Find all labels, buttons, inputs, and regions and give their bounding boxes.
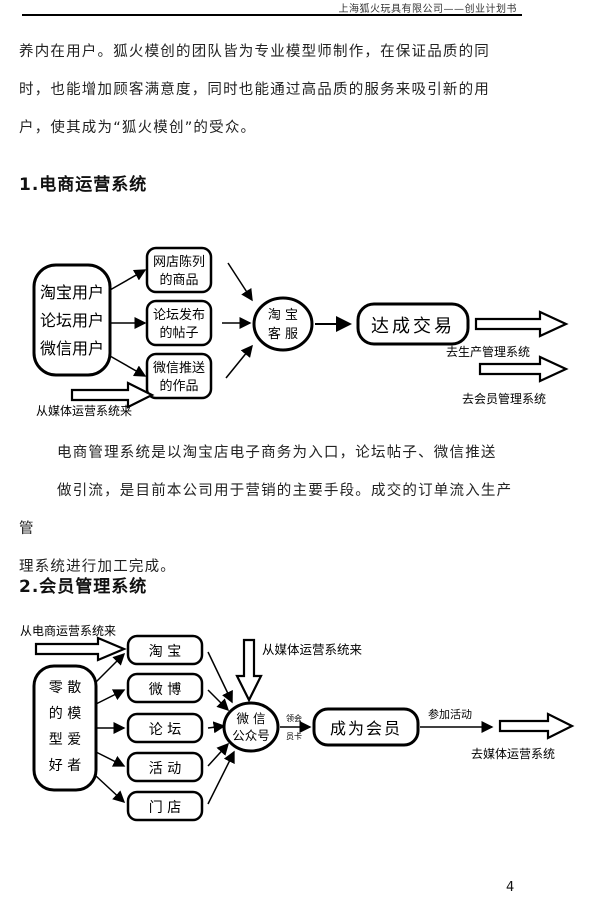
fans-label: 零 散: [49, 680, 81, 696]
paragraph-line: 做引流，是目前本公司用于营销的主要手段。成交的订单流入生产管: [19, 483, 513, 537]
card-label: 领会: [286, 713, 302, 723]
user-label: 微信用户: [40, 339, 104, 358]
channel-label: 的作品: [159, 378, 198, 394]
user-label: 淘宝用户: [40, 283, 104, 302]
ecommerce-flow-diagram: 淘宝用户 论坛用户 微信用户 网店陈列 的商品 论坛发布 的帖子 微信推送 的作…: [32, 246, 569, 418]
service-label: 客 服: [268, 326, 298, 342]
paragraph-line: 时，也能增加顾客满意度，同时也能通过高品质的服务来吸引新的用: [19, 82, 490, 98]
input-label-ecommerce: 从电商运营系统来: [20, 623, 116, 638]
page-number: 4: [506, 880, 515, 895]
channel-label: 的商品: [159, 272, 198, 288]
member-label: 成为会员: [330, 719, 402, 738]
channel-box: [145, 246, 213, 294]
flow-arrow: [227, 262, 253, 302]
user-label: 论坛用户: [40, 311, 104, 330]
activity-label: 参加活动: [428, 707, 472, 721]
channel-label: 活 动: [149, 761, 181, 777]
channel-box: [126, 634, 204, 666]
channel-label: 微 博: [149, 681, 181, 698]
flow-arrow: [95, 751, 126, 767]
flow-arrow: [109, 355, 147, 377]
output-label-media: 去媒体运营系统: [471, 747, 555, 761]
paragraph-line: 养内在用户。狐火模创的团队皆为专业模型师制作，在保证品质的同: [19, 44, 490, 60]
member-box: [312, 707, 420, 747]
wechat-label: 微 信: [237, 711, 266, 726]
channel-label: 门 店: [149, 800, 181, 816]
section-heading-membership: 2.会员管理系统: [19, 577, 148, 597]
users-box: [32, 263, 112, 377]
outline-arrow-member: [478, 355, 569, 383]
channel-box: [126, 751, 204, 783]
output-label-member: 去会员管理系统: [462, 391, 546, 406]
fans-label: 好 者: [49, 758, 81, 774]
channel-label: 的帖子: [159, 325, 198, 341]
flow-arrow: [207, 689, 230, 712]
flow-arrow: [95, 652, 126, 683]
paragraph-line: 电商管理系统是以淘宝店电子商务为入口，论坛帖子、微信推送: [57, 445, 497, 461]
channel-box: [126, 790, 204, 822]
ecommerce-paragraph: 电商管理系统是以淘宝店电子商务为入口，论坛帖子、微信推送 做引流，是目前本公司用…: [19, 434, 519, 586]
channel-box: [126, 672, 204, 704]
outline-arrow-media-out: [498, 712, 575, 740]
channel-label: 网店陈列: [153, 254, 205, 270]
outline-arrow-media-in: [235, 638, 263, 703]
flow-arrow: [95, 689, 126, 705]
header-rule: [22, 14, 522, 16]
channel-box: [145, 299, 213, 347]
wechat-label: 公众号: [232, 728, 270, 743]
fans-label: 型 爱: [49, 732, 81, 748]
intro-paragraph: 养内在用户。狐火模创的团队皆为专业模型师制作，在保证品质的同 时，也能增加顾客满…: [19, 33, 519, 147]
deal-box: [356, 302, 470, 346]
fans-label: 的 模: [49, 706, 81, 722]
flow-arrow: [207, 742, 230, 767]
flow-arrow: [95, 775, 126, 804]
channel-label: 论坛发布: [153, 307, 205, 323]
deal-label: 达成交易: [371, 316, 455, 337]
section-heading-ecommerce: 1.电商运营系统: [19, 175, 148, 195]
document-header: 上海狐火玩具有限公司——创业计划书: [338, 4, 517, 15]
channel-label: 淘 宝: [149, 644, 181, 660]
flow-arrow: [207, 651, 233, 704]
paragraph-line: 理系统进行加工完成。: [19, 559, 176, 575]
flow-arrow: [207, 721, 226, 734]
paragraph-line: 户，使其成为“狐火模创”的受众。: [19, 120, 257, 136]
customer-service-node: [252, 296, 314, 352]
wechat-account-node: [222, 701, 280, 753]
flow-arrow: [109, 269, 147, 291]
outline-arrow-media-in: [70, 381, 155, 409]
flow-arrow: [225, 344, 253, 379]
channel-box: [145, 352, 213, 400]
channel-label: 微信推送: [153, 361, 205, 376]
outline-arrow-production: [474, 310, 569, 338]
card-label: 员卡: [286, 731, 302, 741]
membership-flow-diagram: 从电商运营系统来 零 散 的 模 型 爱 好 者 淘 宝 微 博 论 坛 活 动…: [20, 623, 575, 822]
flow-arrow: [207, 750, 235, 805]
outline-arrow-ecommerce-in: [34, 636, 127, 662]
input-label-media: 从媒体运营系统来: [36, 404, 132, 418]
channel-box: [126, 712, 204, 744]
output-label-production: 去生产管理系统: [446, 344, 530, 359]
channel-label: 论 坛: [149, 722, 181, 738]
input-label-media: 从媒体运营系统来: [262, 642, 363, 657]
service-label: 淘 宝: [268, 308, 298, 323]
